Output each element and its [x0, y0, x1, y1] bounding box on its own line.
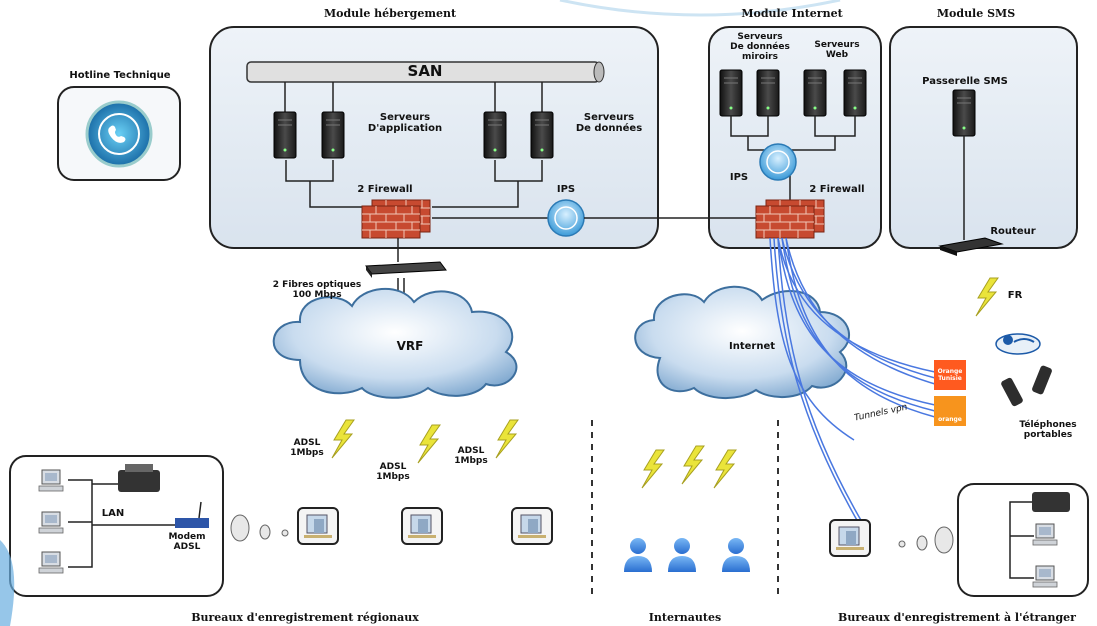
server-mirror-1 — [719, 69, 743, 117]
adsl-1-line2: 1Mbps — [290, 448, 324, 458]
fibres-label: 2 Fibres optiques 100 Mbps — [262, 280, 372, 300]
fibres-line2: 100 Mbps — [292, 290, 342, 300]
san-label: SAN — [407, 62, 443, 80]
web-servers-line1: Serveurs — [814, 40, 860, 50]
app-servers-line1: Serveurs — [379, 112, 431, 123]
modem-line1: Modem — [168, 532, 206, 542]
fibres-line1: 2 Fibres optiques — [272, 280, 362, 290]
module-sms-box — [889, 26, 1078, 249]
module-internet-title: Module Internet — [741, 7, 843, 20]
router-icon — [938, 237, 1004, 256]
firewall-right-label: 2 Firewall — [809, 184, 865, 195]
module-hebergement — [209, 26, 659, 249]
regional-office-1 — [297, 507, 339, 545]
server-web-2 — [843, 69, 867, 117]
internaute-lightning-3 — [713, 449, 737, 489]
ips-right-icon — [759, 143, 797, 181]
mobile-phones-line1: Téléphones — [1019, 420, 1077, 430]
orange-tunisie-logo — [934, 360, 966, 390]
hotline-label: Hotline Technique — [69, 70, 171, 81]
vpn-tunnels — [769, 237, 936, 523]
sms-gateway-label: Passerelle SMS — [922, 76, 1008, 87]
vrf-cloud — [272, 288, 518, 399]
orange-logo — [934, 396, 966, 426]
modem-line2: ADSL — [173, 542, 201, 552]
hotline-phone-icon — [85, 100, 153, 168]
module-internet-box — [708, 26, 882, 249]
ips-left-label: IPS — [556, 184, 576, 195]
server-data-1 — [483, 111, 507, 159]
adsl-2-line2: 1Mbps — [376, 472, 410, 482]
vrf-label: VRF — [396, 339, 424, 353]
regional-office-box — [9, 455, 224, 597]
web-servers-label: Serveurs Web — [804, 40, 870, 60]
internaute-2 — [668, 538, 696, 572]
module-hebergement-title: Module hébergement — [323, 7, 457, 20]
hotline-group — [57, 86, 181, 181]
internautes-title: Internautes — [648, 611, 722, 624]
orange-text: orange — [938, 416, 962, 423]
adsl-2-line1: ADSL — [379, 462, 407, 472]
server-data-2 — [530, 111, 554, 159]
regional-offices-title: Bureaux d'enregistrement régionaux — [191, 611, 419, 624]
internet-cloud — [634, 285, 851, 400]
switch-icon — [365, 261, 447, 278]
internaute-lightning-1 — [641, 449, 665, 489]
server-application-2 — [321, 111, 345, 159]
adsl-label-3: ADSL 1Mbps — [446, 446, 496, 466]
server-application-1 — [273, 111, 297, 159]
firewall-left-label: 2 Firewall — [357, 184, 413, 195]
top-decoration — [559, 0, 841, 17]
module-internet — [584, 26, 882, 249]
app-servers-line2: D'application — [367, 123, 443, 134]
web-servers-line2: Web — [825, 50, 849, 60]
adsl-3-line2: 1Mbps — [454, 456, 488, 466]
lan-label: LAN — [101, 508, 125, 519]
foreign-office-box — [957, 483, 1089, 597]
router-label: Routeur — [990, 226, 1036, 237]
orange-tunisie-text: Orange Tunisie — [937, 368, 963, 382]
mirror-servers-line2: De données — [730, 42, 790, 52]
app-servers-label: Serveurs D'application — [355, 112, 455, 134]
modem-label: Modem ADSL — [162, 532, 212, 552]
regional-office-3 — [511, 507, 553, 545]
module-sms-title: Module SMS — [936, 7, 1016, 20]
internaute-3 — [722, 538, 750, 572]
adsl-lightning-3 — [495, 419, 519, 459]
adsl-label-1: ADSL 1Mbps — [282, 438, 332, 458]
internaute-1 — [624, 538, 652, 572]
mirror-servers-label: Serveurs De données miroirs — [720, 32, 800, 62]
mirror-servers-line3: miroirs — [742, 52, 778, 62]
modem-icon — [175, 501, 209, 528]
sms-gateway-server — [952, 89, 976, 137]
module-sms — [889, 26, 1078, 256]
data-servers-label: Serveurs De données — [563, 112, 655, 134]
data-servers-line1: Serveurs — [583, 112, 635, 123]
internaute-lightning-2 — [681, 445, 705, 485]
mobile-phones-line2: portables — [1023, 430, 1073, 440]
internet-cloud-label: Internet — [728, 341, 775, 352]
adsl-label-2: ADSL 1Mbps — [368, 462, 418, 482]
mobile-phones-label: Téléphones portables — [1010, 420, 1086, 440]
adsl-lightning-1 — [331, 419, 355, 459]
fr-lightning-icon — [975, 277, 999, 317]
data-servers-line2: De données — [575, 123, 643, 134]
adsl-lightning-2 — [417, 424, 441, 464]
tunisie-telecom-logo — [995, 333, 1041, 355]
adsl-1-line1: ADSL — [293, 438, 321, 448]
mobile-phones-icon — [1001, 365, 1052, 407]
server-mirror-2 — [756, 69, 780, 117]
ips-right-label: IPS — [729, 172, 749, 183]
adsl-3-line1: ADSL — [457, 446, 485, 456]
foreign-offices-title: Bureaux d'enregistrement à l'étranger — [838, 611, 1076, 624]
server-web-1 — [803, 69, 827, 117]
ips-left-icon — [547, 199, 585, 237]
foreign-office-icon — [829, 519, 871, 557]
printer-icon — [118, 464, 160, 492]
mirror-servers-line1: Serveurs — [737, 32, 783, 42]
corner-decoration — [0, 540, 15, 626]
fr-label: FR — [1007, 290, 1023, 301]
regional-office-2 — [401, 507, 443, 545]
